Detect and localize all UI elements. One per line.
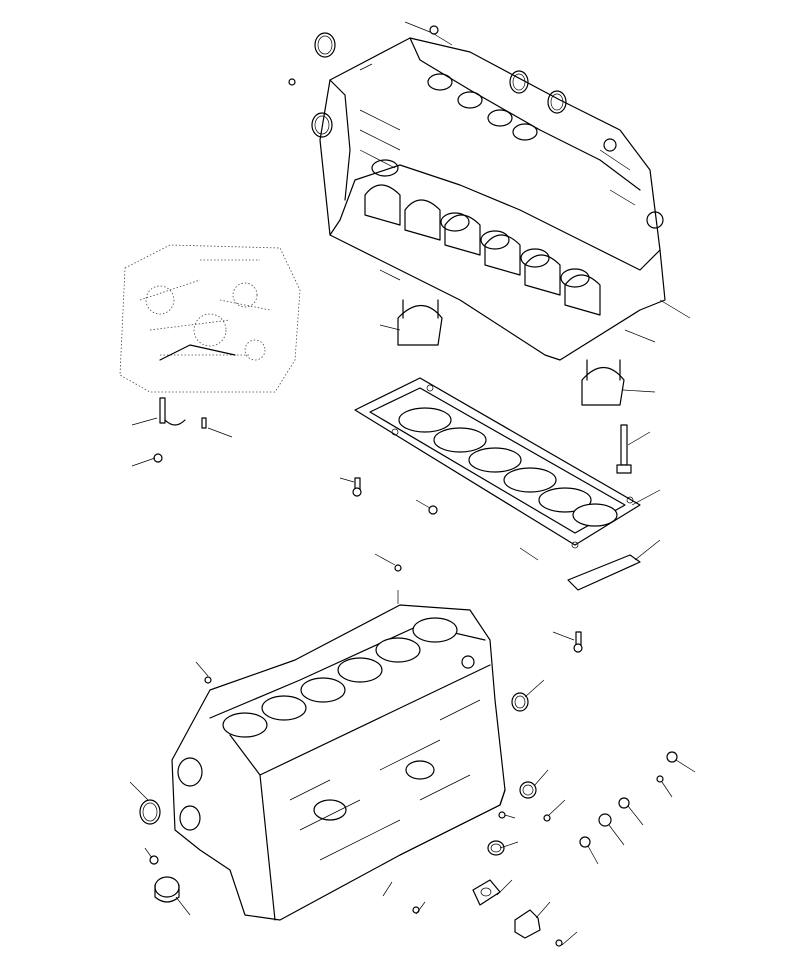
cylinder-block xyxy=(171,604,506,921)
upper-crankcase-assembly xyxy=(319,37,666,361)
gasket-frame xyxy=(354,377,641,549)
inset-reference-block xyxy=(119,244,301,426)
seal-rings-upper xyxy=(288,25,567,138)
main-bearing-caps xyxy=(397,299,625,406)
fasteners xyxy=(149,417,678,947)
leader-lines xyxy=(129,21,696,946)
long-bolt xyxy=(616,424,632,474)
seal-rings-lower xyxy=(139,692,537,903)
bearing-saddles xyxy=(364,159,601,316)
strap-plate xyxy=(567,554,641,591)
cover-plates xyxy=(472,879,541,939)
